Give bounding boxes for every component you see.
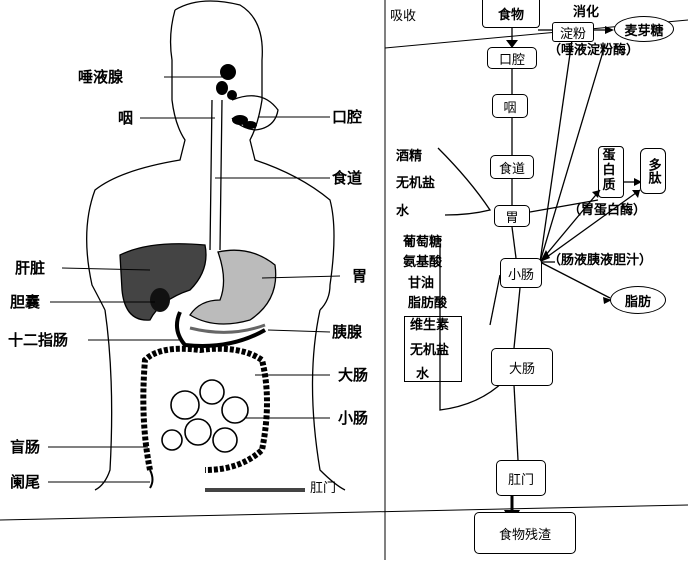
label-pepsin: （胃蛋白酶） bbox=[568, 203, 647, 218]
label-absorb: 吸收 bbox=[390, 9, 417, 24]
large-intestine-absorb-box bbox=[404, 316, 462, 382]
node-polypeptide: 多肽 bbox=[640, 148, 666, 194]
label-oral-cavity: 口腔 bbox=[332, 108, 363, 126]
label-liver: 肝脏 bbox=[15, 259, 46, 277]
label-esophagus: 食道 bbox=[332, 169, 363, 187]
node-fat: 脂肪 bbox=[610, 286, 666, 314]
label-glycerol: 甘油 bbox=[408, 276, 435, 291]
appendix-shape bbox=[149, 469, 154, 489]
node-anus: 肛门 bbox=[496, 460, 546, 496]
label-minerals: 无机盐 bbox=[396, 176, 436, 191]
node-stomach: 胃 bbox=[494, 205, 530, 227]
esophagus-shape bbox=[209, 99, 223, 251]
mouth-shape bbox=[231, 95, 279, 131]
flow-lines bbox=[437, 28, 641, 461]
node-residue: 食物残渣 bbox=[474, 512, 576, 554]
body-leader-lines bbox=[48, 76, 341, 483]
node-protein-box bbox=[598, 146, 624, 198]
liver-shape bbox=[119, 243, 207, 321]
label-si-enzymes: （肠液胰液胆汁） bbox=[548, 253, 653, 268]
label-protein: 蛋白质 bbox=[602, 148, 616, 193]
body-outline bbox=[86, 0, 346, 491]
label-fatty-acids: 脂肪酸 bbox=[408, 296, 448, 311]
label-amino-acids: 氨基酸 bbox=[403, 255, 443, 270]
node-food: 食物 bbox=[482, 0, 540, 28]
label-glucose: 葡萄糖 bbox=[403, 235, 443, 250]
duodenum-shape bbox=[174, 311, 266, 348]
label-stomach: 胃 bbox=[352, 267, 368, 285]
node-mouth: 口腔 bbox=[487, 47, 537, 69]
label-pharynx: 咽 bbox=[118, 109, 134, 127]
node-esophagus: 食道 bbox=[490, 155, 534, 179]
label-alcohol: 酒精 bbox=[396, 149, 423, 164]
label-anus: 肛门 bbox=[310, 481, 337, 496]
large-intestine-shape bbox=[140, 345, 270, 473]
gallbladder-shape bbox=[150, 288, 170, 312]
pancreas-shape bbox=[189, 323, 266, 334]
node-maltose: 麦芽糖 bbox=[614, 16, 674, 42]
label-gallbladder: 胆囊 bbox=[10, 293, 41, 311]
label-vitamins: 维生素 bbox=[410, 318, 450, 333]
label-saliva-amylase: （唾液淀粉酶） bbox=[548, 43, 640, 58]
label-salivary-gland: 唾液腺 bbox=[78, 68, 124, 86]
label-small-intestine: 小肠 bbox=[338, 409, 369, 427]
node-small-intestine: 小肠 bbox=[500, 258, 542, 288]
label-large-intestine: 大肠 bbox=[338, 366, 369, 384]
node-pharynx: 咽 bbox=[492, 94, 528, 118]
divider-bottom bbox=[0, 504, 688, 521]
label-water2: 水 bbox=[416, 367, 430, 382]
label-appendix: 阑尾 bbox=[10, 473, 41, 491]
label-digest: 消化 bbox=[573, 5, 600, 20]
node-large-intestine: 大肠 bbox=[491, 348, 553, 386]
node-starch: 淀粉 bbox=[552, 22, 594, 42]
label-cecum: 盲肠 bbox=[10, 438, 41, 456]
label-duodenum: 十二指肠 bbox=[8, 331, 69, 349]
small-intestine-shape bbox=[161, 379, 249, 453]
label-pancreas: 胰腺 bbox=[332, 323, 363, 341]
stomach-shape bbox=[189, 249, 277, 325]
label-water: 水 bbox=[396, 204, 410, 219]
label-minerals2: 无机盐 bbox=[410, 343, 450, 358]
